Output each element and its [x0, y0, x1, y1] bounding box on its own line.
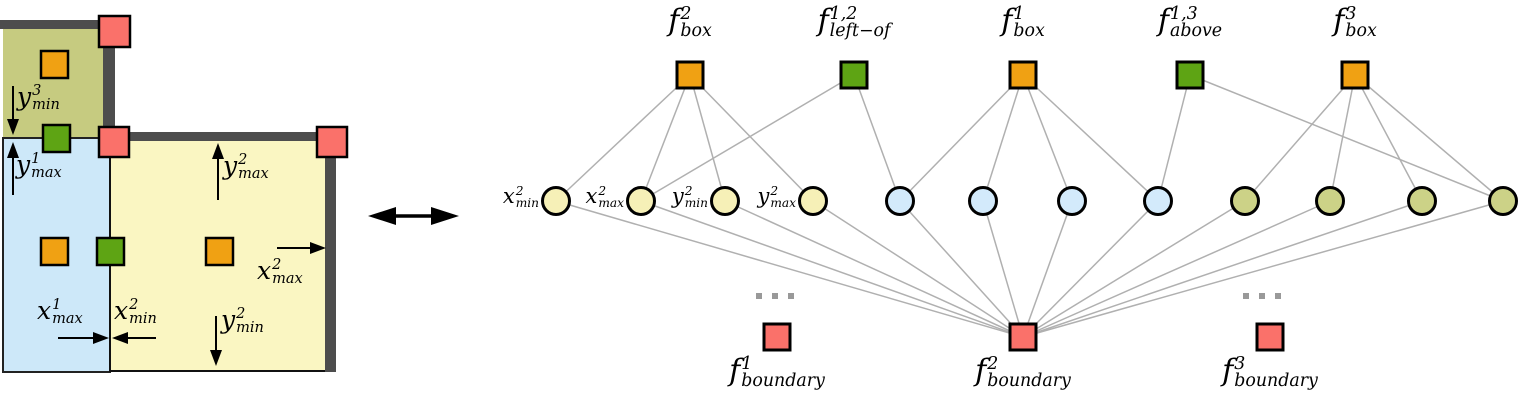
var-node-box3-var-2	[1315, 186, 1345, 216]
factor-node-f12-left-of	[839, 60, 869, 90]
var-node-box1-var-3	[1057, 186, 1087, 216]
arrow-x1-max	[58, 332, 109, 344]
arrow-y2-max	[212, 143, 224, 200]
equivalence-arrow	[368, 207, 459, 225]
graph-edge	[1022, 200, 1073, 338]
arrow-y2-min	[210, 316, 222, 366]
factor-graph-nodes	[541, 60, 1518, 352]
box2-right-wall	[325, 132, 336, 372]
graph-edge	[689, 74, 726, 202]
corner-marker-box3-topright	[97, 14, 132, 49]
graph-edge	[812, 200, 1024, 338]
box3-right-wall	[103, 20, 115, 138]
graph-edge	[1244, 74, 1356, 202]
graph-edge	[982, 200, 1024, 338]
ellipsis-dot	[788, 293, 794, 299]
var-node-box1-var-4	[1143, 186, 1173, 216]
factor-node-f3-box	[1340, 60, 1370, 90]
contact-marker-box1-box2	[95, 236, 126, 267]
object-marker-box1	[39, 236, 70, 267]
var-node-box1-var-2	[968, 186, 998, 216]
arrow-y3-min	[7, 86, 19, 135]
graph-edge	[1022, 74, 1159, 202]
graph-edge	[1189, 74, 1504, 202]
object-marker-box2	[204, 236, 235, 267]
arrow-x2-max	[277, 242, 326, 254]
graph-edge	[555, 74, 691, 202]
graph-edge	[1354, 74, 1423, 202]
graph-edge	[555, 200, 1024, 338]
graph-edge	[1157, 74, 1191, 202]
var-node-x2-min	[541, 186, 571, 216]
graph-edge	[1022, 200, 1159, 338]
factor-node-f2-box	[675, 60, 705, 90]
factor-node-f13-above	[1175, 60, 1205, 90]
graph-edge	[724, 200, 1024, 338]
graph-edge	[689, 74, 814, 202]
graph-edge	[899, 200, 1024, 338]
graph-edge	[1022, 200, 1504, 338]
graph-edge	[1022, 74, 1073, 202]
var-node-x2-max	[626, 186, 656, 216]
contact-marker-box3-box1	[41, 123, 72, 154]
graph-edge	[640, 200, 1024, 338]
ellipsis-dot	[1243, 293, 1249, 299]
factor-node-f2-boundary	[1008, 322, 1038, 352]
graph-edge	[1022, 200, 1423, 338]
var-node-box1-var-1	[885, 186, 915, 216]
factor-node-f1-box	[1008, 60, 1038, 90]
factor-node-f1-boundary	[762, 322, 792, 352]
ellipsis-dot	[756, 293, 762, 299]
ellipsis-dot	[1275, 293, 1281, 299]
arrow-y1-max	[7, 142, 19, 195]
graph-edge	[853, 74, 901, 202]
graph-edge	[640, 74, 691, 202]
object-marker-box3	[39, 49, 70, 80]
var-node-box3-var-4	[1488, 186, 1518, 216]
factor-node-f3-boundary	[1255, 322, 1285, 352]
boxes-figure	[0, 14, 349, 373]
var-node-y2-max	[798, 186, 828, 216]
var-node-y2-min	[710, 186, 740, 216]
ellipsis-dot	[772, 293, 778, 299]
ellipsis-dot	[1259, 293, 1265, 299]
graph-edge	[982, 74, 1024, 202]
factor-graph-edges	[555, 74, 1504, 338]
box2-top-wall	[126, 132, 319, 141]
graph-edge	[1022, 200, 1246, 338]
var-node-box3-var-3	[1407, 186, 1437, 216]
graph-edge	[1329, 74, 1356, 202]
graph-edge	[1354, 74, 1504, 202]
box-3	[3, 21, 110, 138]
var-node-box3-var-1	[1230, 186, 1260, 216]
corner-marker-junction	[97, 125, 131, 159]
graph-edge	[640, 74, 855, 202]
arrow-x2-min	[112, 332, 156, 344]
box3-top-wall	[0, 20, 113, 29]
graph-edge	[1022, 200, 1331, 338]
graph-edge	[899, 74, 1024, 202]
corner-marker-box2-topright	[315, 125, 349, 159]
